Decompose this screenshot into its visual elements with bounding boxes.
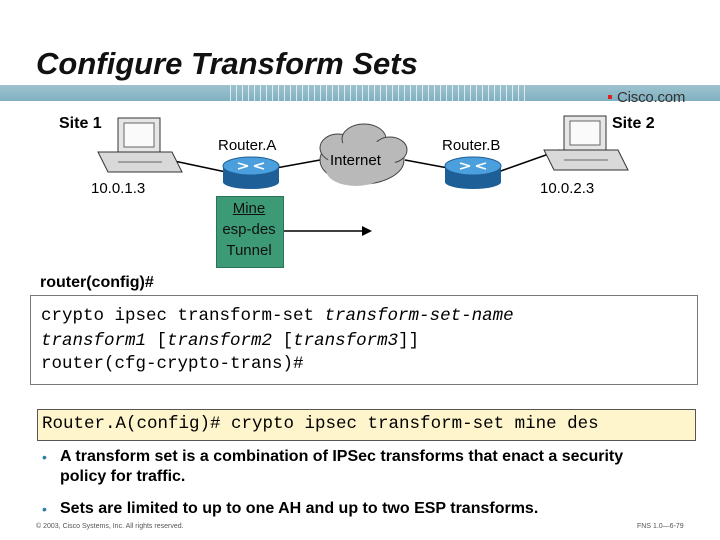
bullet-marker-1: • [42, 449, 47, 465]
transform-set-name: Mine [232, 200, 266, 217]
transform-set-mode: Tunnel [226, 242, 272, 259]
syntax-line-3: router(cfg-crypto-trans)# [41, 354, 304, 374]
transform-set-transform: esp-des [222, 221, 276, 238]
internet-label: Internet [330, 152, 381, 169]
pc-site1-icon [97, 117, 183, 173]
cli-prompt: router(config)# [40, 274, 154, 291]
router-a-label: Router.A [218, 137, 277, 154]
network-diagram [97, 115, 629, 236]
example-command-box [37, 409, 696, 441]
bullet-marker-2: • [42, 501, 47, 517]
link-routera-internet [275, 159, 321, 169]
router-b-icon [444, 156, 502, 189]
pc-site2-icon [543, 115, 629, 171]
bullet-text-2: Sets are limited to up to one AH and up … [60, 500, 539, 517]
router-b-label: Router.B [442, 137, 501, 154]
tunnel-arrowhead [362, 226, 372, 236]
bullet-text-1: A transform set is a combination of IPSe… [60, 448, 624, 485]
slide-title: Configure Transform Sets [36, 46, 418, 81]
site2-label: Site 2 [612, 115, 655, 132]
link-internet-routerb [404, 159, 449, 169]
command-syntax-box [30, 295, 698, 385]
site1-label: Site 1 [59, 115, 102, 132]
example-command: Router.A(config)# crypto ipsec transform… [42, 414, 599, 434]
footer-copyright: © 2003, Cisco Systems, Inc. All rights r… [36, 523, 184, 530]
brand-logo: Cisco.com [617, 89, 686, 106]
ip-address-right: 10.0.2.3 [540, 180, 595, 197]
internet-cloud-icon [319, 123, 408, 186]
router-a-icon [222, 156, 280, 189]
footer-page-number: FNS 1.0—6-79 [637, 523, 684, 530]
ip-address-left: 10.0.1.3 [91, 180, 146, 197]
brand-mark-icon [608, 95, 612, 99]
syntax-line-1: crypto ipsec transform-set transform-set… [41, 306, 514, 326]
syntax-line-2: transform1 [transform2 [transform3]] [41, 331, 420, 351]
header-band-pattern [230, 85, 530, 101]
transform-set-box [216, 196, 284, 268]
